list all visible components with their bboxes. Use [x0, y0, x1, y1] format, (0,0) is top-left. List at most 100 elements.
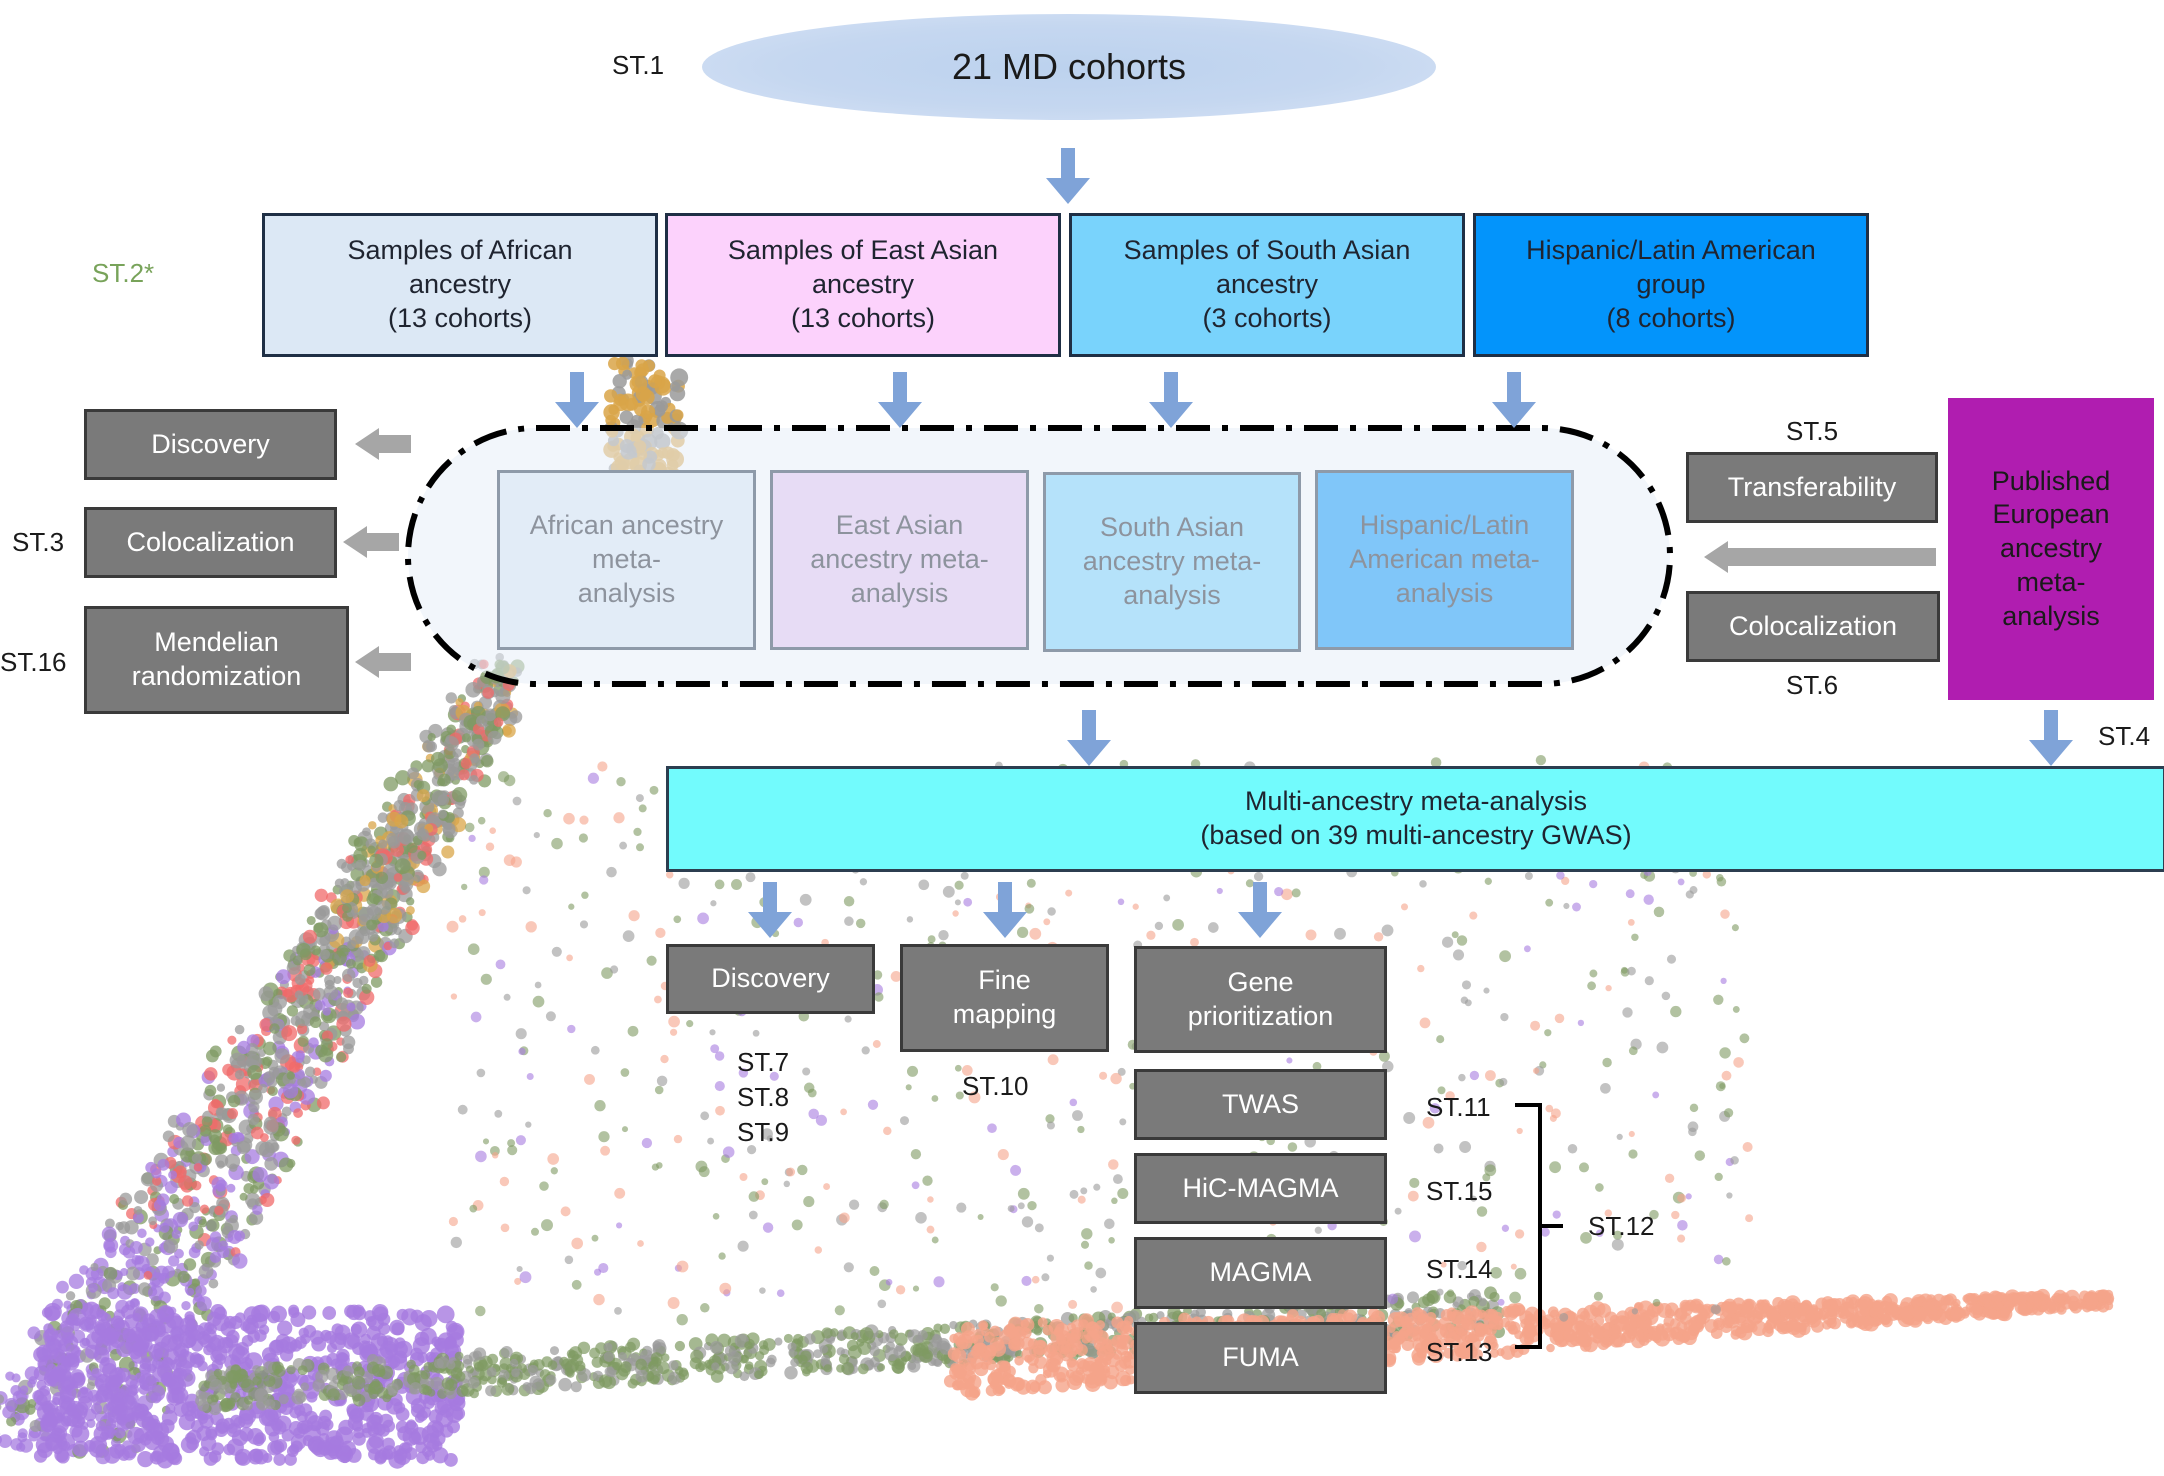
scatter-dot — [848, 1345, 862, 1359]
scatter-dot — [1461, 1308, 1473, 1320]
scatter-dot — [383, 776, 399, 792]
scatter-dot — [1429, 1103, 1441, 1114]
scatter-dot — [1509, 1291, 1521, 1304]
scatter-dot — [82, 1301, 101, 1320]
scatter-dot — [268, 1431, 280, 1443]
scatter-dot — [79, 1265, 89, 1275]
scatter-dot — [495, 660, 510, 675]
scatter-dot — [1305, 929, 1317, 941]
scatter-dot — [140, 1172, 155, 1187]
scatter-dot — [461, 883, 468, 891]
scatter-dot — [1677, 1234, 1686, 1243]
scatter-dot — [385, 1343, 398, 1357]
scatter-dot — [152, 1445, 171, 1463]
scatter-dot — [783, 1333, 793, 1343]
scatter-dot — [65, 1291, 76, 1301]
scatter-dot — [652, 1340, 662, 1350]
scatter-dot — [895, 1285, 906, 1295]
multi-ancestry-meta-analysis-box: Multi-ancestry meta-analysis (based on 3… — [666, 766, 2164, 872]
scatter-dot — [1726, 1192, 1733, 1199]
scatter-dot — [646, 1369, 661, 1384]
scatter-dot — [790, 1358, 799, 1367]
scatter-dot — [227, 1094, 241, 1108]
scatter-dot — [478, 866, 490, 878]
transferability-label: Transferability — [1727, 471, 1897, 502]
scatter-dot — [286, 1071, 295, 1080]
scatter-dot — [627, 1337, 641, 1351]
scatter-dot — [385, 1382, 399, 1396]
scatter-dot — [2104, 1301, 2114, 1311]
st4-label: ST.4 — [2098, 721, 2151, 751]
scatter-dot — [341, 968, 356, 982]
scatter-dot — [462, 1354, 473, 1365]
scatter-dot — [301, 1305, 317, 1320]
scatter-dot — [116, 1284, 133, 1300]
scatter-dot — [85, 1331, 104, 1350]
scatter-dot — [479, 875, 489, 885]
scatter-dot — [1593, 1315, 1605, 1326]
scatter-dot — [571, 1279, 582, 1290]
scatter-dot — [258, 1083, 268, 1094]
scatter-dot — [673, 915, 682, 924]
scatter-dot — [1443, 1347, 1455, 1359]
scatter-dot — [1043, 918, 1051, 926]
scatter-dot — [579, 920, 589, 929]
scatter-dot — [335, 1051, 347, 1063]
scatter-dot — [203, 1344, 214, 1356]
scatter-dot — [319, 1409, 333, 1423]
scatter-dot — [1886, 1302, 1898, 1314]
scatter-dot — [1440, 1308, 1453, 1322]
scatter-dot — [204, 1067, 218, 1081]
scatter-dot — [774, 1337, 783, 1346]
scatter-dot — [86, 1381, 96, 1390]
scatter-dot — [722, 1146, 735, 1158]
scatter-dot — [1216, 887, 1223, 895]
scatter-dot — [258, 1409, 276, 1427]
scatter-dot — [1869, 1307, 1880, 1318]
scatter-dot — [168, 1255, 180, 1267]
scatter-dot — [499, 1176, 510, 1187]
scatter-dot — [378, 839, 388, 849]
east-asian-meta-analysis-label: East Asian ancestry meta- analysis — [810, 510, 989, 608]
hic-magma-box: HiC-MAGMA — [1134, 1153, 1387, 1224]
scatter-dot — [1546, 1343, 1555, 1353]
scatter-dot — [1126, 1375, 1136, 1385]
scatter-dot — [270, 1142, 280, 1152]
scatter-dot — [776, 1289, 785, 1298]
scatter-dot — [0, 1434, 12, 1448]
scatter-dot — [525, 1121, 532, 1128]
scatter-dot — [309, 1439, 326, 1456]
scatter-dot — [533, 831, 540, 839]
scatter-dot — [1065, 889, 1073, 897]
st16-label: ST.16 — [0, 647, 67, 677]
scatter-dot — [1026, 878, 1036, 888]
scatter-dot — [1460, 1340, 1475, 1356]
scatter-dot — [834, 1305, 845, 1316]
scatter-dot — [191, 1153, 202, 1164]
scatter-dot — [1286, 1309, 1299, 1322]
scatter-dot — [227, 1035, 237, 1045]
scatter-dot — [228, 1343, 245, 1361]
scatter-dot — [1386, 1324, 1396, 1333]
scatter-dot — [1337, 1309, 1347, 1319]
scatter-dot — [1490, 1266, 1502, 1279]
scatter-dot — [255, 1140, 270, 1156]
scatter-dot — [1312, 1061, 1322, 1071]
scatter-dot — [226, 1183, 236, 1193]
scatter-dot — [405, 920, 420, 936]
scatter-dot — [66, 1344, 81, 1360]
scatter-dot — [1075, 1344, 1088, 1357]
scatter-dot — [500, 1223, 510, 1233]
scatter-dot — [1656, 1041, 1669, 1054]
scatter-dot — [229, 1163, 238, 1172]
scatter-dot — [224, 1218, 239, 1233]
scatter-dot — [1406, 1291, 1420, 1304]
scatter-dot — [1685, 1193, 1692, 1200]
st11-label: ST.11 — [1426, 1092, 1491, 1122]
scatter-dot — [1911, 1306, 1928, 1322]
scatter-dot — [654, 995, 662, 1004]
scatter-dot — [437, 773, 451, 787]
scatter-dot — [1535, 754, 1547, 766]
scatter-dot — [1446, 1289, 1455, 1298]
scatter-dot — [446, 724, 457, 735]
